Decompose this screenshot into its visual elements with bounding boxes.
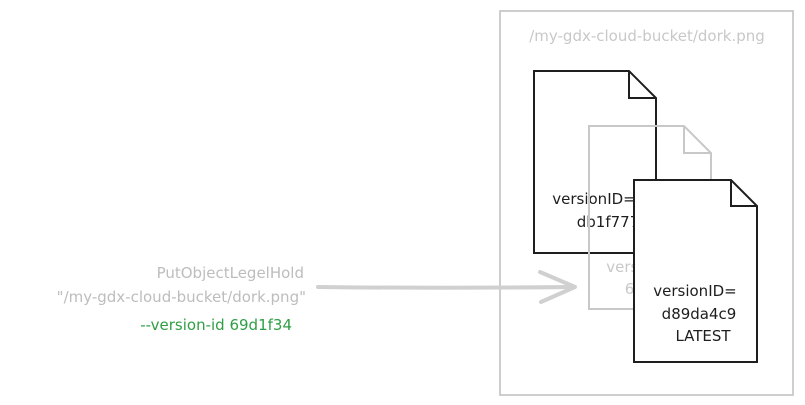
- version-label: versionID=: [552, 190, 635, 208]
- version-id: db1f777: [577, 213, 640, 231]
- command-version-arg: --version-id 69d1f34: [140, 316, 292, 334]
- file-fold: [683, 126, 711, 154]
- version-file-d89da4c9: versionID= d89da4c9 LATEST: [633, 179, 758, 363]
- bucket-path: /my-gdx-cloud-bucket/dork.png: [529, 27, 765, 45]
- command-name: PutObjectLegelHold: [157, 264, 304, 282]
- version-id: d89da4c9: [662, 305, 737, 323]
- version-file-db1f777: versionID= db1f777: [533, 70, 657, 254]
- file-icon: [533, 70, 657, 254]
- arrow: [316, 270, 577, 304]
- arrow-line: [316, 285, 576, 290]
- file-fold: [628, 71, 656, 99]
- bucket-container: [499, 10, 794, 396]
- arrow-head: [538, 270, 577, 304]
- file-icon: [633, 179, 758, 363]
- command-target: "/my-gdx-cloud-bucket/dork.png": [57, 288, 306, 306]
- version-label: versionID=: [653, 282, 736, 300]
- file-fold: [730, 180, 757, 207]
- latest-badge: LATEST: [675, 327, 731, 345]
